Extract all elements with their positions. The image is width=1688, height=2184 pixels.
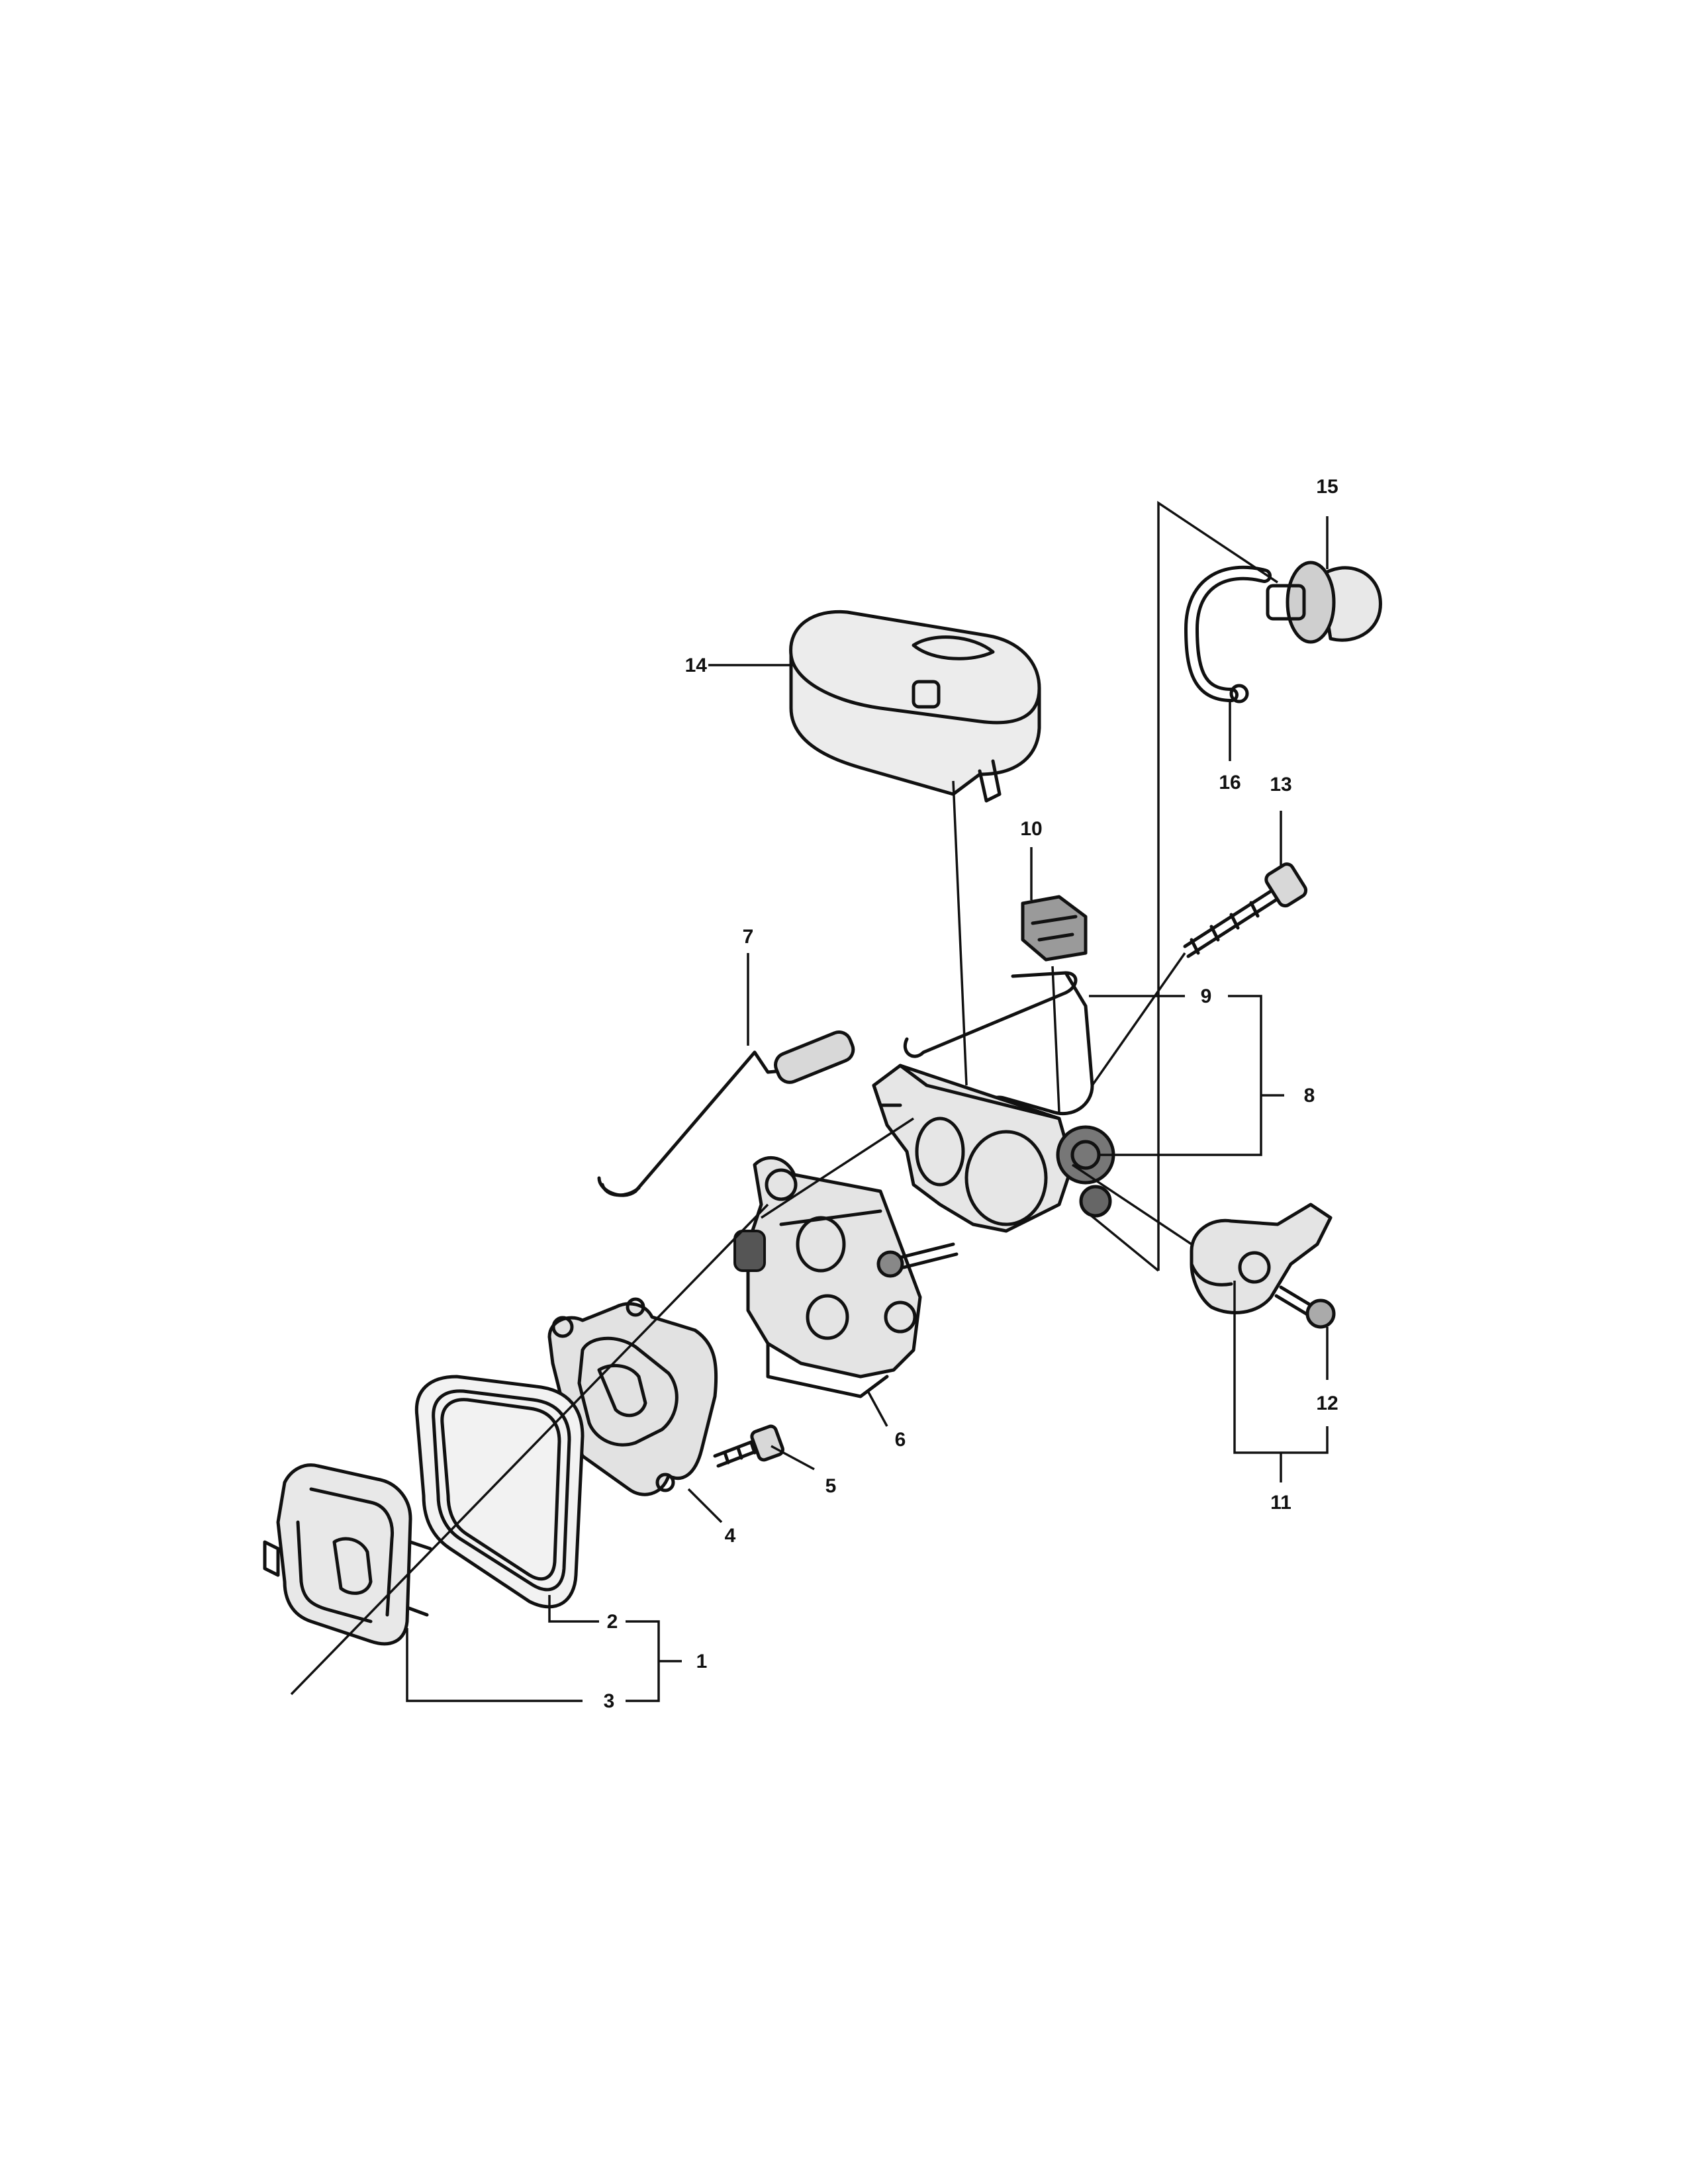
assembly-lines bbox=[290, 500, 1278, 1696]
callout-6: 6 bbox=[895, 1429, 906, 1451]
part-choke-rod bbox=[597, 1030, 855, 1197]
callout-2: 2 bbox=[607, 1611, 618, 1633]
callout-11: 11 bbox=[1270, 1492, 1291, 1514]
part-long-bolt bbox=[1183, 862, 1308, 958]
callout-9: 9 bbox=[1201, 985, 1212, 1007]
leader-lines bbox=[406, 516, 1329, 1702]
callout-16: 16 bbox=[1219, 772, 1241, 794]
part-fuel-hose bbox=[1184, 565, 1272, 704]
callout-7: 7 bbox=[743, 926, 754, 948]
callout-3: 3 bbox=[604, 1690, 615, 1712]
callout-13: 13 bbox=[1270, 774, 1291, 796]
callout-4: 4 bbox=[725, 1525, 736, 1547]
part-intake-housing bbox=[872, 1064, 1115, 1233]
callout-1: 1 bbox=[696, 1651, 708, 1672]
callout-5: 5 bbox=[825, 1475, 837, 1497]
part-choke-control bbox=[1190, 1203, 1333, 1314]
callout-10: 10 bbox=[1020, 818, 1042, 840]
part-clip bbox=[1021, 895, 1088, 962]
callout-labels: 15 14 16 13 10 7 9 8 6 5 4 2 1 3 12 11 bbox=[604, 476, 1338, 1712]
callout-15: 15 bbox=[1316, 476, 1338, 498]
part-carburetor bbox=[733, 1156, 959, 1398]
part-filter-holder bbox=[263, 1463, 432, 1646]
callout-14: 14 bbox=[685, 655, 708, 676]
part-small-screw bbox=[1274, 1285, 1336, 1329]
callout-8: 8 bbox=[1304, 1085, 1315, 1107]
part-air-filter-cover bbox=[789, 610, 1041, 803]
part-air-filter-element bbox=[414, 1375, 585, 1609]
callout-12: 12 bbox=[1316, 1392, 1338, 1414]
part-screw bbox=[713, 1424, 784, 1468]
part-primer-bulb bbox=[1266, 561, 1382, 644]
